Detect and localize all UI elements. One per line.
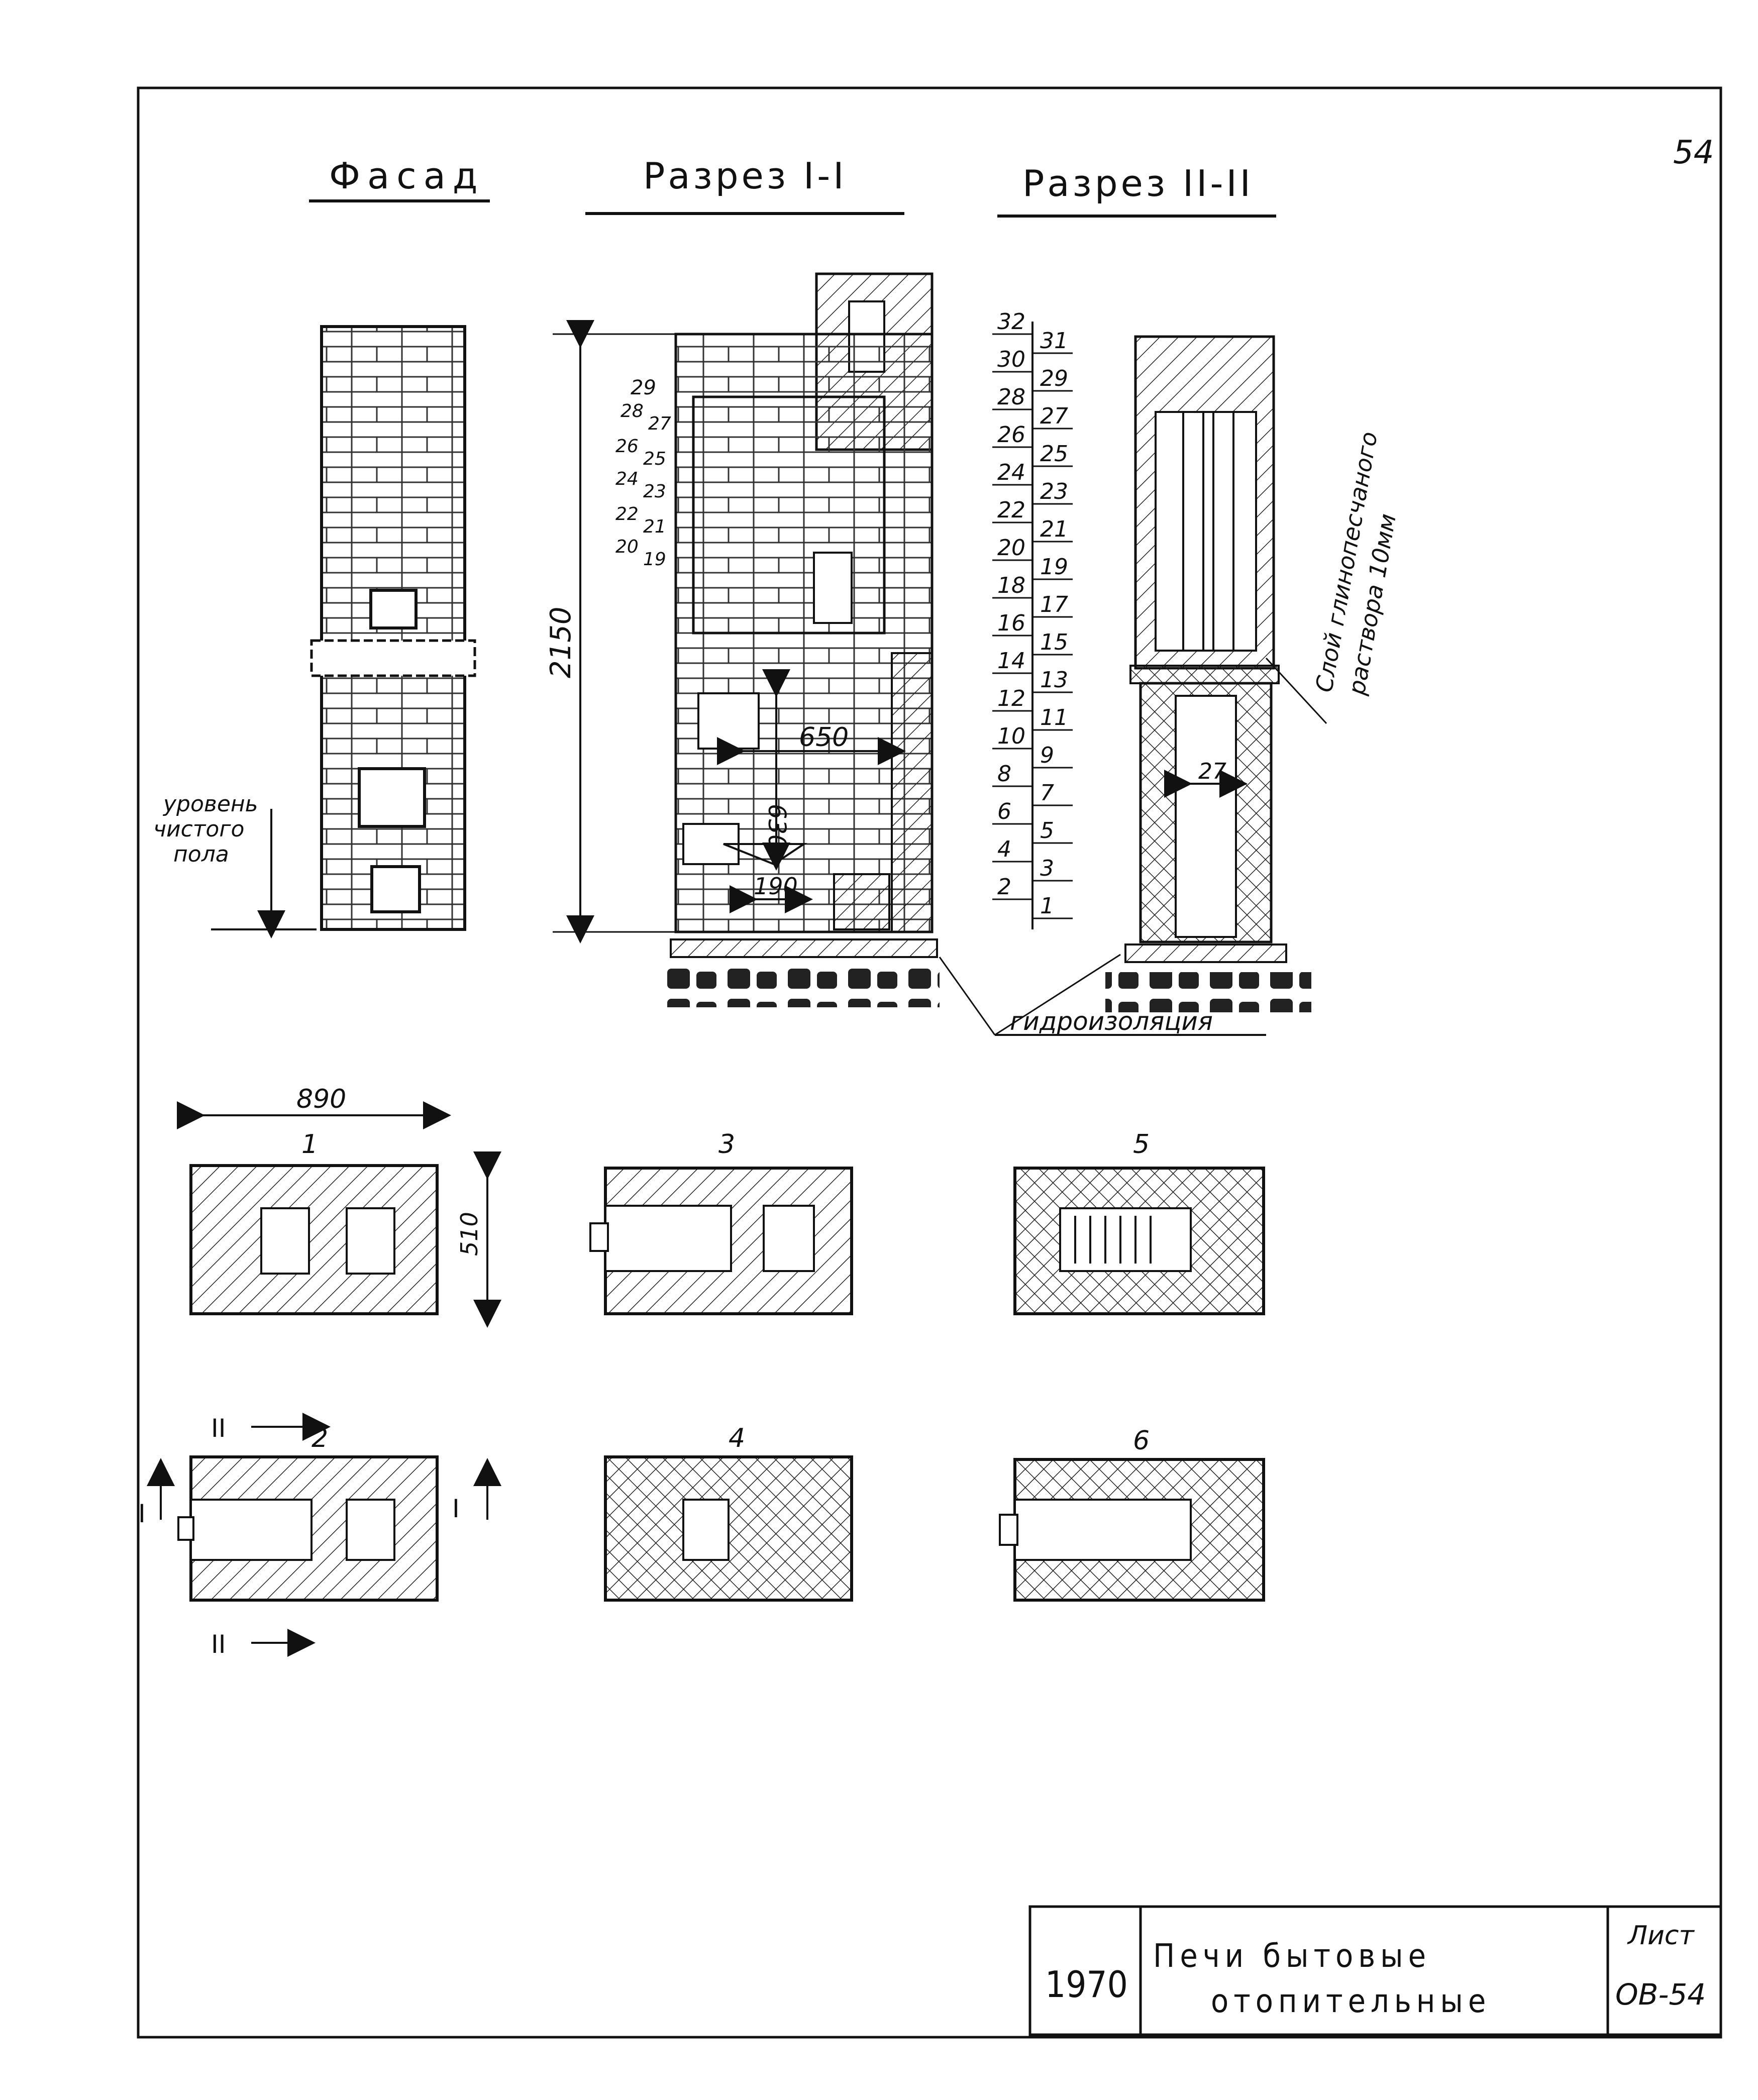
view-titles: Фасад Разрез I-I Разрез II-II	[309, 155, 1276, 218]
vent-door	[369, 589, 418, 629]
s1-row-23: 23	[643, 481, 666, 502]
row-number-left: 14	[997, 648, 1025, 674]
row-number-right: 11	[1040, 705, 1068, 730]
section-1-view: 2150 650 630 190 29 28 27 26 25 24 23 22…	[545, 272, 940, 1007]
s1-row-21: 21	[643, 516, 666, 537]
svg-text:6: 6	[1133, 1426, 1150, 1456]
s1-row-24: 24	[615, 469, 639, 489]
facade-title: Фасад	[329, 155, 485, 197]
year: 1970	[1045, 1963, 1128, 2006]
plan-depth-dim: 510	[456, 1212, 483, 1256]
plan-5: 5	[1013, 1129, 1265, 1315]
s1-row-22: 22	[615, 504, 639, 524]
row-number-right: 7	[1040, 780, 1054, 806]
row-number-right: 13	[1040, 667, 1068, 693]
dim-width: 650	[799, 722, 849, 753]
facade-view: уровень чистого пола	[153, 325, 476, 938]
row-number-left: 4	[997, 836, 1011, 862]
title-line-2: отопительные	[1211, 1983, 1491, 2020]
row-number-right: 29	[1040, 366, 1068, 391]
row-number-left: 18	[997, 573, 1025, 598]
row-number-right: 9	[1040, 743, 1054, 768]
row-number-right: 25	[1040, 441, 1068, 467]
cut-mark-1-left: I	[138, 1499, 146, 1528]
title-line-1: Печи бытовые	[1153, 1938, 1431, 1975]
row-number-right: 5	[1040, 818, 1054, 844]
cut-mark-1-right: I	[452, 1494, 460, 1523]
svg-text:1: 1	[301, 1129, 318, 1160]
section2-title: Разрез II-II	[1022, 162, 1254, 204]
plan-width-dim: 890	[296, 1084, 346, 1114]
s1-row-25: 25	[643, 449, 666, 469]
row-number-left: 24	[997, 460, 1025, 485]
s1-row-29: 29	[631, 376, 656, 399]
plan-1: 1	[189, 1129, 439, 1315]
svg-text:4: 4	[729, 1423, 745, 1453]
row-number-right: 31	[1040, 328, 1068, 354]
row-number-right: 27	[1040, 403, 1068, 429]
row-number-right: 17	[1040, 592, 1068, 617]
waterproofing-callout: гидроизоляция	[939, 954, 1266, 1036]
plan-6: 6	[999, 1426, 1265, 1602]
plan-3: 3	[589, 1129, 853, 1315]
row-number-left: 30	[997, 347, 1025, 372]
plans: 890 510 1 2 II I I II	[138, 1084, 1265, 1659]
row-number-right: 21	[1040, 516, 1068, 542]
s1-row-20: 20	[615, 537, 639, 557]
floor-label-3: пола	[173, 842, 229, 867]
plan-4: 4	[604, 1423, 853, 1602]
cut-mark-2-bottom: II	[211, 1630, 226, 1659]
fire-door	[358, 767, 426, 828]
dim-inner: 27	[1198, 759, 1226, 784]
row-number-right: 3	[1040, 856, 1054, 881]
row-number-right: 1	[1040, 893, 1054, 919]
title-block: 1970 Печи бытовые отопительные Лист ОВ-5…	[1028, 1905, 1722, 2036]
row-number-right: 19	[1040, 554, 1068, 580]
s1-row-19: 19	[643, 549, 666, 570]
row-number-left: 16	[997, 610, 1025, 636]
ash-door	[370, 865, 421, 913]
dim-inner-height: 630	[763, 804, 791, 850]
dim-height: 2150	[545, 606, 577, 678]
row-number-left: 8	[997, 761, 1011, 787]
svg-text:3: 3	[718, 1129, 735, 1160]
page-number: 54	[1673, 134, 1714, 171]
floor-label-1: уровень	[162, 791, 258, 817]
row-number-left: 20	[997, 535, 1025, 561]
floor-label-2: чистого	[153, 816, 244, 842]
row-number-left: 28	[997, 384, 1025, 410]
section1-title: Разрез I-I	[643, 155, 847, 197]
cut-mark-2-top: II	[211, 1414, 226, 1443]
s1-row-27: 27	[648, 413, 671, 434]
row-number-left: 26	[997, 422, 1025, 448]
row-number-right: 23	[1040, 479, 1068, 504]
row-number-left: 32	[997, 309, 1025, 335]
dim-grate: 190	[754, 873, 798, 900]
row-number-right: 15	[1040, 629, 1068, 655]
section-2-view: 27 Слой глинопесчаного раствора 10мм	[1105, 335, 1401, 1012]
row-number-left: 6	[997, 799, 1011, 824]
s1-row-28: 28	[621, 401, 644, 422]
waterproofing-label: гидроизоляция	[1010, 1007, 1213, 1036]
sheet-code: ОВ-54	[1615, 1977, 1706, 2012]
sheet-frame	[137, 86, 1722, 2039]
row-number-left: 12	[997, 686, 1025, 711]
row-number-left: 2	[997, 874, 1011, 900]
sheet-label: Лист	[1627, 1921, 1695, 1951]
row-number-left: 10	[997, 723, 1025, 749]
svg-text:5: 5	[1133, 1129, 1150, 1160]
s1-row-26: 26	[615, 436, 639, 457]
row-number-left: 22	[997, 497, 1025, 523]
plan-2: 2 II I I II	[138, 1413, 501, 1659]
